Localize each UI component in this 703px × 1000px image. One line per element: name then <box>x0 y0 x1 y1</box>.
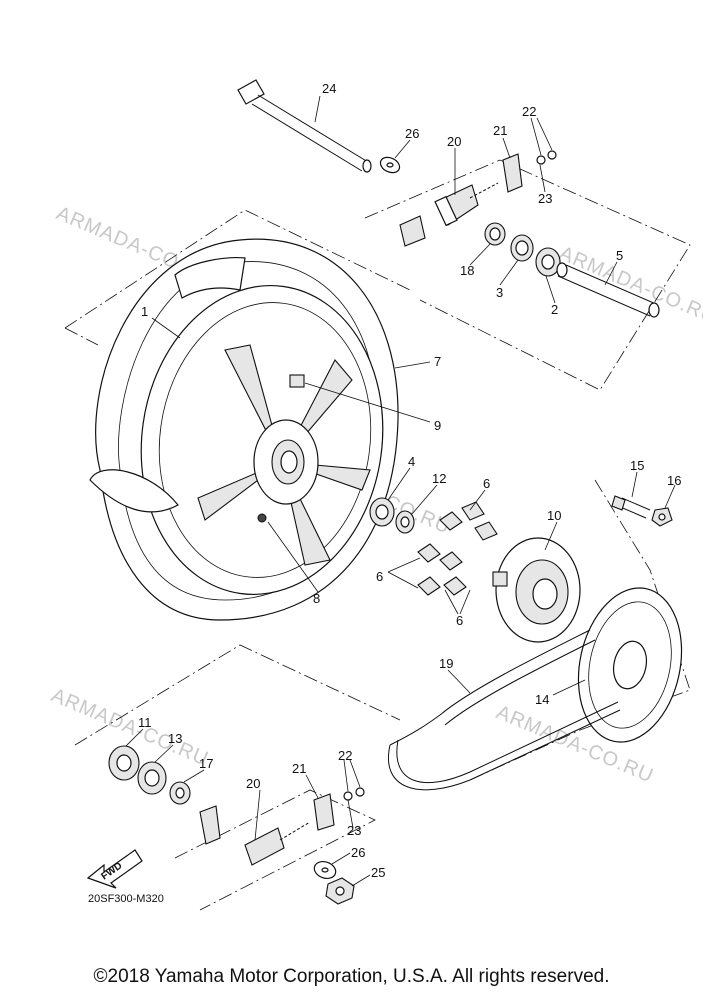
callout-20-top: 20 <box>447 134 461 149</box>
callout-7: 7 <box>434 354 441 369</box>
axle-nut-25 <box>325 877 355 905</box>
callout-15: 15 <box>630 458 644 473</box>
callout-22-top: 22 <box>522 104 536 119</box>
bolt-15 <box>611 495 651 519</box>
callout-6-a: 6 <box>483 476 490 491</box>
watermark-2: ARMADA-CO.RU <box>556 242 703 328</box>
collar-12 <box>395 510 415 534</box>
callout-21-top: 21 <box>493 123 507 138</box>
callout-22-bottom: 22 <box>338 748 352 763</box>
bolt-21-bottom <box>313 787 365 831</box>
rear-wheel-assembly <box>89 238 399 621</box>
callout-17: 17 <box>199 756 213 771</box>
collar-26-top <box>379 156 401 174</box>
callout-26-bottom: 26 <box>351 845 365 860</box>
callout-5: 5 <box>616 248 623 263</box>
clutch-hub-10 <box>492 537 581 643</box>
bearing-4 <box>369 497 395 527</box>
callout-11: 11 <box>138 715 152 730</box>
part-code: 20SF300-M320 <box>88 893 164 905</box>
callout-12: 12 <box>432 471 446 486</box>
callout-1: 1 <box>141 304 148 319</box>
bolt-21-top <box>502 150 557 193</box>
callout-16: 16 <box>667 473 681 488</box>
callout-14: 14 <box>535 692 549 707</box>
forward-arrow-icon: FWD <box>86 849 143 889</box>
dampers-6 <box>417 501 498 596</box>
bearing-3 <box>510 234 534 262</box>
callout-6-b: 6 <box>376 569 383 584</box>
callout-9: 9 <box>434 418 441 433</box>
spacer-5 <box>556 262 660 318</box>
callout-3: 3 <box>496 285 503 300</box>
sprocket-14 <box>577 587 683 743</box>
copyright-notice: ©2018 Yamaha Motor Corporation, U.S.A. A… <box>93 966 610 987</box>
collar-17 <box>169 781 191 805</box>
callout-21-bottom: 21 <box>292 761 306 776</box>
nut-16 <box>651 507 673 527</box>
callout-6-c: 6 <box>456 613 463 628</box>
chain-adjuster-20-bottom <box>244 821 311 866</box>
callout-13: 13 <box>168 731 182 746</box>
leader-lines <box>125 95 676 887</box>
callout-23-bottom: 23 <box>347 823 361 838</box>
callout-10: 10 <box>547 508 561 523</box>
callout-23-top: 23 <box>538 191 552 206</box>
callout-24: 24 <box>322 81 336 96</box>
chain-19 <box>388 629 621 791</box>
callout-26-top: 26 <box>405 126 419 141</box>
collar-26-bottom <box>313 860 337 880</box>
callout-18: 18 <box>460 263 474 278</box>
bearing-13 <box>137 761 167 795</box>
collar-18 <box>484 222 506 246</box>
callouts: 24 26 20 21 22 23 18 3 2 5 1 7 9 4 12 6 … <box>138 81 681 880</box>
callout-4: 4 <box>408 454 415 469</box>
plate-lower <box>199 805 221 845</box>
callout-25: 25 <box>371 865 385 880</box>
callout-19: 19 <box>439 656 453 671</box>
axle-24 <box>237 79 372 173</box>
callout-2: 2 <box>551 302 558 317</box>
callout-8: 8 <box>313 591 320 606</box>
chain-adjuster-20-top <box>399 182 499 247</box>
callout-20-bottom: 20 <box>246 776 260 791</box>
bearing-11 <box>108 745 140 781</box>
bearing-2-top <box>535 247 561 277</box>
